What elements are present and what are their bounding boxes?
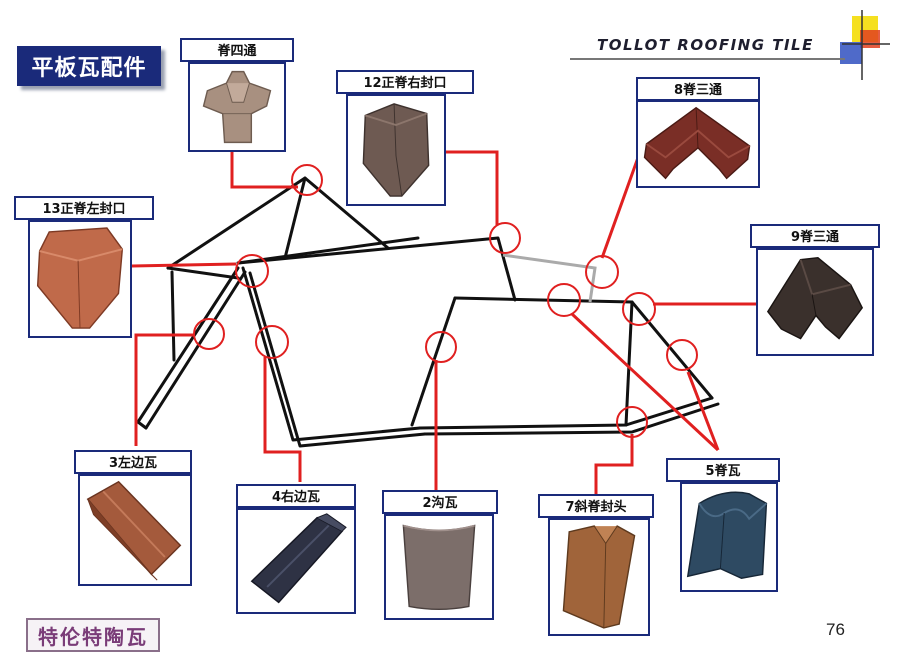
label-left-ridge-cap: 13正脊左封口 xyxy=(14,196,154,220)
image-ridge-tile xyxy=(680,482,778,592)
callout-circles xyxy=(193,164,698,438)
label-right-edge-tile: 4右边瓦 xyxy=(236,484,356,508)
image-left-edge-tile xyxy=(78,474,192,586)
ridge-tile-icon xyxy=(686,491,768,579)
hip-ridge-end-cap-icon xyxy=(562,525,636,629)
brand-logo: 特伦特陶瓦 xyxy=(26,618,160,652)
tollot-logo: TOLLOT ROOFING TILE xyxy=(597,36,814,54)
three-way-ridge-tile-dark-icon xyxy=(766,256,864,340)
four-way-ridge-tile-icon xyxy=(202,70,272,144)
image-right-ridge-cap xyxy=(346,94,446,206)
right-edge-tile-icon xyxy=(250,513,347,604)
three-way-ridge-tile-icon xyxy=(643,106,751,180)
page-title: 平板瓦配件 xyxy=(17,46,161,86)
logo-underline xyxy=(570,58,845,60)
label-ridge-three-way-8: 8脊三通 xyxy=(636,77,760,101)
label-right-ridge-cap: 12正脊右封口 xyxy=(336,70,474,94)
image-ridge-four-way xyxy=(188,62,286,152)
image-right-edge-tile xyxy=(236,508,356,614)
label-left-edge-tile: 3左边瓦 xyxy=(74,450,192,474)
valley-tile-icon xyxy=(402,524,476,611)
roof-outline xyxy=(136,176,720,448)
image-hip-end-cap xyxy=(548,518,650,636)
label-ridge-tile: 5脊瓦 xyxy=(666,458,780,482)
corner-decoration xyxy=(840,10,890,80)
label-ridge-four-way: 脊四通 xyxy=(180,38,294,62)
left-edge-tile-icon xyxy=(86,480,182,581)
callout-lines xyxy=(131,150,756,494)
image-valley-tile xyxy=(384,514,494,620)
ridge-end-cap-left-icon xyxy=(36,227,124,329)
ridge-end-cap-right-icon xyxy=(362,103,430,197)
hidden-ridge-line xyxy=(502,253,597,303)
label-hip-end-cap: 7斜脊封头 xyxy=(538,494,654,518)
label-ridge-three-way-9: 9脊三通 xyxy=(750,224,880,248)
label-valley-tile: 2沟瓦 xyxy=(382,490,498,514)
image-ridge-three-way-9 xyxy=(756,248,874,356)
page-number: 76 xyxy=(826,620,845,639)
image-left-ridge-cap xyxy=(28,220,132,338)
image-ridge-three-way-8 xyxy=(636,100,760,188)
